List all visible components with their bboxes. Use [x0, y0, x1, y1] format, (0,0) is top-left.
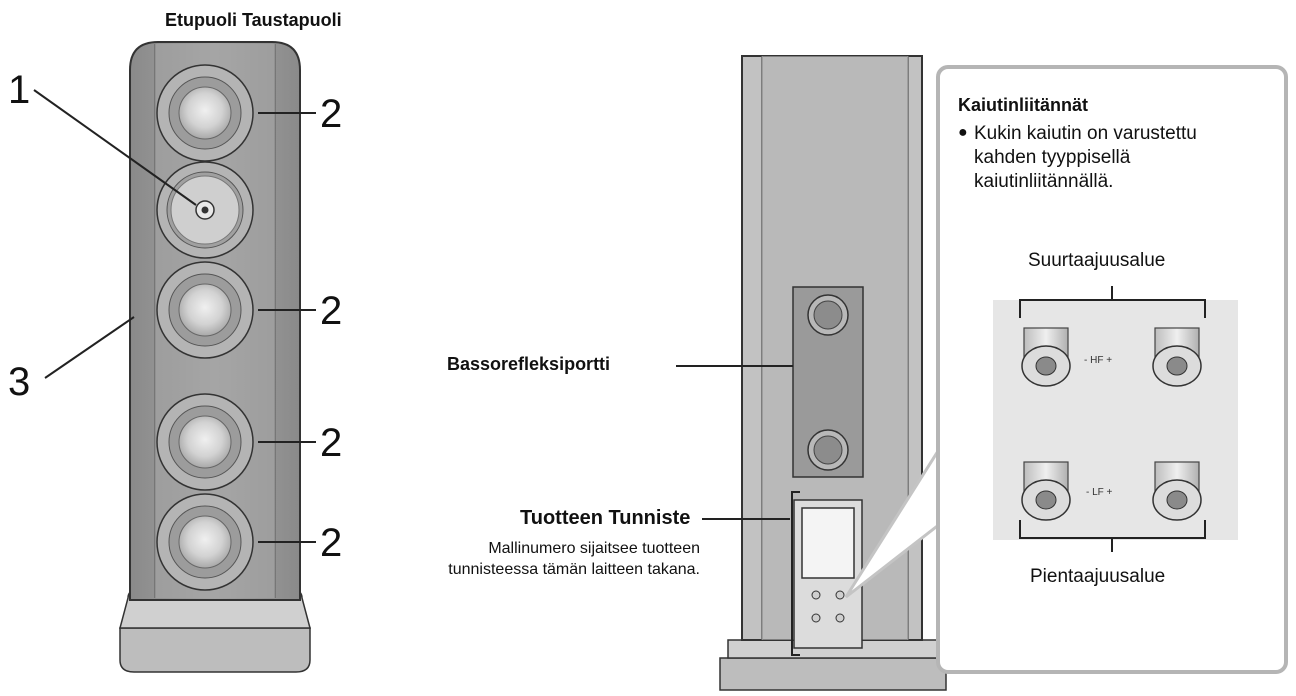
- rear-speaker: [719, 55, 947, 691]
- high-frequency-label: Suurtaajuusalue: [1028, 250, 1166, 271]
- callout-2c: 2: [320, 421, 343, 465]
- panel-bullet: ●: [958, 124, 968, 141]
- product-id-bracket: [791, 491, 800, 656]
- callout-1: 1: [8, 68, 31, 112]
- woofer-2: [156, 261, 254, 359]
- rear-base-bottom: [719, 657, 947, 691]
- low-frequency-label: Pientaajuusalue: [1030, 566, 1166, 587]
- callout-3: 3: [8, 360, 31, 404]
- callout-2b: 2: [320, 289, 343, 333]
- panel-description: Kukin kaiutin on varustettu kahden tyypp…: [974, 123, 1197, 192]
- callout-2d: 2: [320, 521, 343, 565]
- front-leader-lines: [33, 89, 316, 543]
- bass-port-lower: [807, 429, 849, 471]
- callout-2a: 2: [320, 92, 343, 136]
- binding-post-lf-plus: [1152, 461, 1202, 521]
- binding-post-lf-minus: [1021, 461, 1071, 521]
- lf-marking: - LF +: [1086, 487, 1113, 498]
- woofer-4: [156, 493, 254, 591]
- product-id-title: Tuotteen Tunniste: [520, 507, 691, 529]
- rear-terminals-small: [811, 590, 845, 623]
- leader-3: [44, 316, 135, 379]
- panel-title: Kaiutinliitännät: [958, 95, 1088, 115]
- product-id-desc: Mallinumero sijaitsee tuotteen tunnistee…: [448, 540, 700, 578]
- front-speaker: [119, 41, 311, 673]
- hf-marking: - HF +: [1084, 355, 1113, 366]
- view-title: Etupuoli Taustapuoli: [165, 10, 342, 30]
- bass-port-label: Bassorefleksiportti: [447, 354, 611, 374]
- bass-port-upper: [807, 294, 849, 336]
- rear-leader-lines: [676, 365, 793, 520]
- front-base-bottom: [119, 627, 311, 673]
- binding-post-hf-minus: [1021, 327, 1071, 387]
- tweeter: [156, 161, 254, 259]
- binding-post-hf-plus: [1152, 327, 1202, 387]
- leader-1: [33, 89, 197, 206]
- product-label: [801, 507, 855, 579]
- woofer-3: [156, 393, 254, 491]
- woofer-1: [156, 64, 254, 162]
